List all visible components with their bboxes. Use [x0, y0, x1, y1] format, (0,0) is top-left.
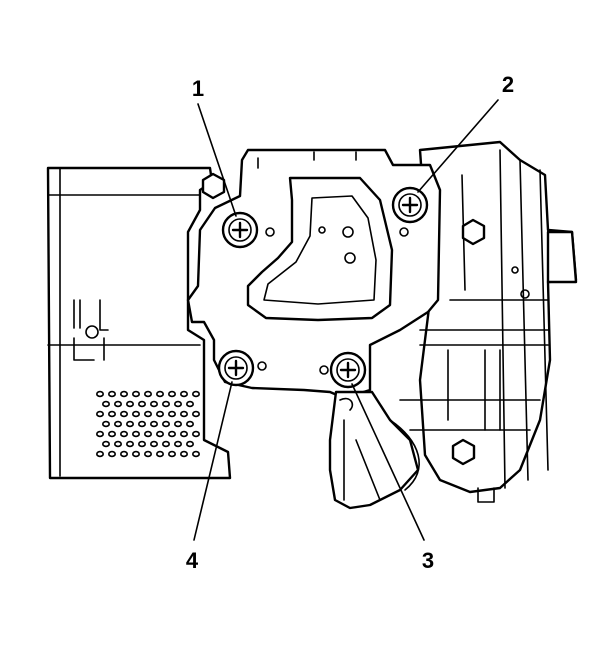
vent-hole — [114, 420, 123, 428]
vent-hole — [186, 400, 195, 408]
screw-2 — [391, 186, 429, 224]
vent-hole — [132, 390, 141, 398]
vent-hole — [132, 450, 141, 458]
vent-hole — [132, 410, 141, 418]
vent-hole — [120, 410, 129, 418]
screw-3 — [329, 351, 367, 389]
vent-hole — [144, 450, 153, 458]
vent-hole — [144, 430, 153, 438]
vent-hole — [186, 420, 195, 428]
vent-hole — [156, 410, 165, 418]
vent-hole — [138, 400, 147, 408]
vent-hole — [162, 420, 171, 428]
vent-hole — [192, 450, 201, 458]
housing-body — [46, 166, 232, 480]
vent-hole — [174, 440, 183, 448]
vent-hole — [168, 390, 177, 398]
vent-hole — [186, 440, 195, 448]
vent-hole — [150, 440, 159, 448]
vent-hole — [174, 400, 183, 408]
vent-hole — [180, 450, 189, 458]
vent-hole — [120, 390, 129, 398]
vent-hole — [138, 420, 147, 428]
vent-hole — [120, 450, 129, 458]
vent-holes — [96, 390, 201, 458]
vent-hole — [144, 390, 153, 398]
vent-hole — [150, 400, 159, 408]
vent-hole — [168, 450, 177, 458]
vent-hole — [156, 450, 165, 458]
callout-2: 2 — [502, 72, 514, 97]
vent-hole — [108, 410, 117, 418]
vent-hole — [102, 420, 111, 428]
vent-hole — [162, 400, 171, 408]
vent-hole — [96, 390, 105, 398]
vent-hole — [132, 430, 141, 438]
vent-hole — [120, 430, 129, 438]
vent-hole — [180, 430, 189, 438]
screw-4 — [217, 349, 255, 387]
leader-line-2 — [417, 99, 499, 193]
leader-line-4 — [193, 381, 233, 541]
vent-hole — [156, 390, 165, 398]
leader-line-1 — [197, 103, 237, 217]
leader-line-3 — [351, 383, 425, 541]
vent-hole — [192, 410, 201, 418]
vent-hole — [168, 430, 177, 438]
vent-hole — [126, 400, 135, 408]
leader-lines — [193, 99, 499, 541]
vent-hole — [156, 430, 165, 438]
lower-bracket-arm — [328, 390, 420, 510]
vent-hole — [138, 440, 147, 448]
vent-hole — [150, 420, 159, 428]
vent-hole — [96, 430, 105, 438]
vent-hole — [180, 410, 189, 418]
vent-hole — [108, 430, 117, 438]
vent-hole — [168, 410, 177, 418]
vent-hole — [162, 440, 171, 448]
vent-hole — [192, 390, 201, 398]
vent-hole — [102, 400, 111, 408]
callout-3: 3 — [422, 548, 434, 573]
vent-hole — [126, 420, 135, 428]
callout-1: 1 — [192, 76, 204, 101]
vent-hole — [192, 430, 201, 438]
vent-hole — [174, 420, 183, 428]
vent-hole — [108, 450, 117, 458]
housing-logo-mark — [73, 299, 109, 361]
vent-hole — [144, 410, 153, 418]
bracket-plate — [186, 148, 442, 400]
vent-hole — [96, 450, 105, 458]
vent-hole — [114, 440, 123, 448]
vent-hole — [96, 410, 105, 418]
vent-hole — [126, 440, 135, 448]
vent-hole — [114, 400, 123, 408]
vent-hole — [180, 390, 189, 398]
vent-hole — [102, 440, 111, 448]
vent-hole — [108, 390, 117, 398]
screw-1 — [221, 211, 259, 249]
callout-4: 4 — [186, 548, 199, 573]
right-mechanism — [201, 140, 578, 503]
